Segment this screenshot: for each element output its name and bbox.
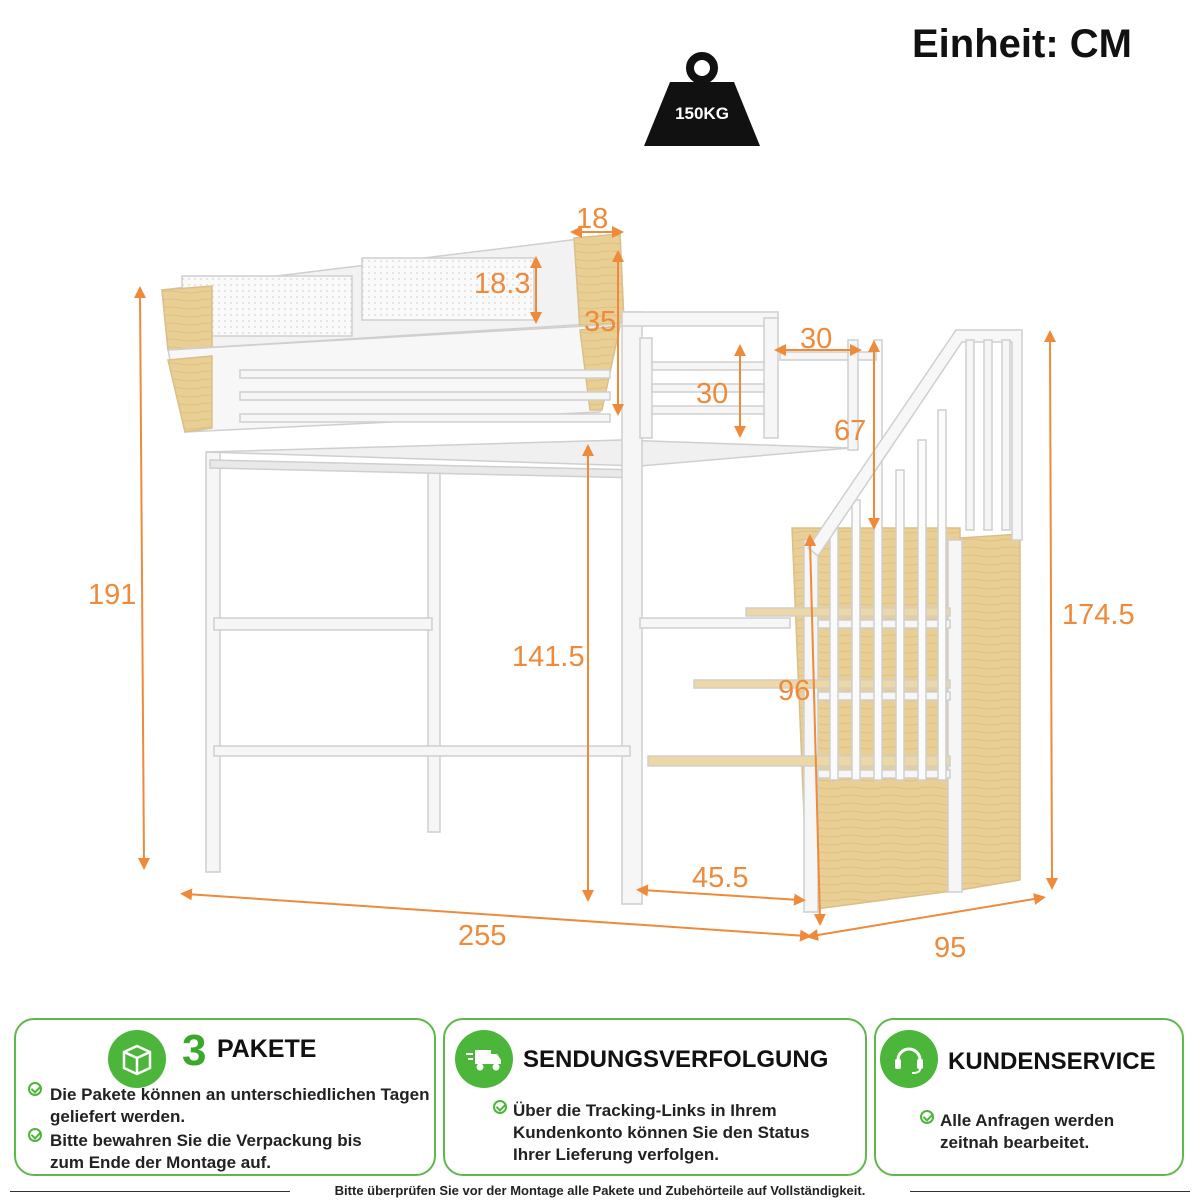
- check-icon: [920, 1110, 934, 1124]
- check-icon: [493, 1100, 507, 1114]
- tracking-bullet: Über die Tracking-Links in Ihrem Kundenk…: [513, 1101, 810, 1164]
- dimension-30-top: 30: [800, 323, 833, 355]
- panel-tracking: SENDUNGSVERFOLGUNG Über die Tracking-Lin…: [443, 1018, 867, 1176]
- panel-customer-service: KUNDENSERVICE Alle Anfragen werden zeitn…: [874, 1018, 1184, 1176]
- delivery-truck-icon: [455, 1030, 513, 1088]
- package-bullet-1: Die Pakete können an unterschiedlichen T…: [50, 1085, 430, 1126]
- footer-divider-right: [910, 1191, 1190, 1192]
- package-icon: [108, 1030, 166, 1088]
- weight-icon: [644, 52, 760, 146]
- dimension-96: 96: [778, 675, 811, 707]
- unit-title: Einheit: CM: [912, 22, 1132, 66]
- dimension-35: 35: [584, 306, 617, 338]
- dimension-95: 95: [934, 932, 967, 964]
- dimension-30-rail: 30: [696, 378, 729, 410]
- dimension-255: 255: [458, 920, 507, 952]
- dimension-174-5: 174.5: [1062, 599, 1135, 631]
- check-icon: [28, 1128, 42, 1142]
- panel-packages-title: 3 PAKETE: [182, 1026, 317, 1076]
- customer-service-bullet: Alle Anfragen werden zeitnah bearbeitet.: [940, 1111, 1115, 1152]
- footer-divider-left: [10, 1191, 290, 1192]
- dimension-67: 67: [834, 415, 867, 447]
- tracking-title: SENDUNGSVERFOLGUNG: [523, 1046, 829, 1073]
- dimension-18-3: 18.3: [474, 268, 531, 300]
- package-title: PAKETE: [216, 1035, 317, 1063]
- dimension-191: 191: [88, 579, 137, 611]
- package-bullet-2: Bitte bewahren Sie die Verpackung bis zu…: [50, 1131, 362, 1172]
- dimension-45-5: 45.5: [692, 862, 749, 894]
- panel-packages: 3 PAKETE Die Pakete können an unterschie…: [14, 1018, 436, 1176]
- check-icon: [28, 1082, 42, 1096]
- headset-icon: [880, 1030, 938, 1088]
- weight-label: 150KG: [675, 104, 729, 123]
- footer-note: Bitte überprüfen Sie vor der Montage all…: [0, 1183, 1200, 1198]
- customer-service-title: KUNDENSERVICE: [948, 1048, 1156, 1075]
- loft-bed-drawing: [134, 226, 1058, 942]
- dimension-141-5: 141.5: [512, 641, 585, 673]
- package-count: 3: [182, 1026, 207, 1075]
- dimension-18: 18: [576, 203, 609, 235]
